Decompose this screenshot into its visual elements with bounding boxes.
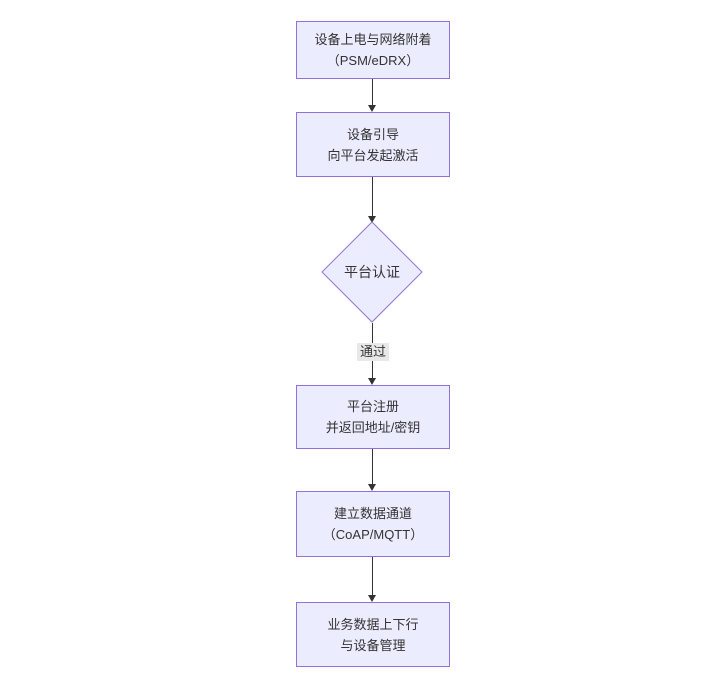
node-text-line: 设备引导 (346, 126, 399, 142)
arrowhead-icon (368, 105, 376, 112)
edge-n1-n2 (368, 79, 377, 112)
edge-n5-n6 (368, 557, 377, 602)
edge-line (372, 177, 373, 218)
node-text-line: 建立数据通道 (333, 506, 412, 521)
node-text-line: 平台认证 (344, 264, 400, 280)
edge-n2-n3 (368, 177, 377, 223)
diamond-shape (321, 221, 423, 323)
arrowhead-icon (368, 484, 376, 491)
arrowhead-icon (368, 216, 376, 223)
arrowhead-icon (368, 595, 376, 602)
node-text-line: 并返回地址/密钥 (325, 420, 421, 435)
node-business-data-management: 业务数据上下行 与设备管理 (296, 602, 450, 667)
node-text-line: （CoAP/MQTT） (322, 527, 424, 542)
node-text-line: 与设备管理 (340, 637, 406, 653)
node-platform-auth-decision: 平台认证 (321, 221, 423, 323)
node-power-network-attach: 设备上电与网络附着 （PSM/eDRX） (296, 21, 450, 79)
edge-line (372, 449, 373, 486)
node-text-line: 向平台发起激活 (327, 147, 419, 163)
edge-n4-n5 (368, 449, 377, 491)
arrowhead-icon (368, 378, 376, 385)
node-text-line: （PSM/eDRX） (326, 53, 420, 68)
edge-line (372, 557, 373, 597)
node-platform-register: 平台注册 并返回地址/密钥 (296, 385, 450, 449)
node-text-line: 业务数据上下行 (327, 616, 419, 632)
node-device-bootstrap: 设备引导 向平台发起激活 (296, 112, 450, 177)
node-data-channel: 建立数据通道 （CoAP/MQTT） (296, 491, 450, 557)
node-text-line: 平台注册 (346, 399, 399, 414)
node-text-line: 设备上电与网络附着 (314, 32, 432, 47)
edge-label-pass: 通过 (356, 343, 390, 361)
edge-line (372, 79, 373, 107)
